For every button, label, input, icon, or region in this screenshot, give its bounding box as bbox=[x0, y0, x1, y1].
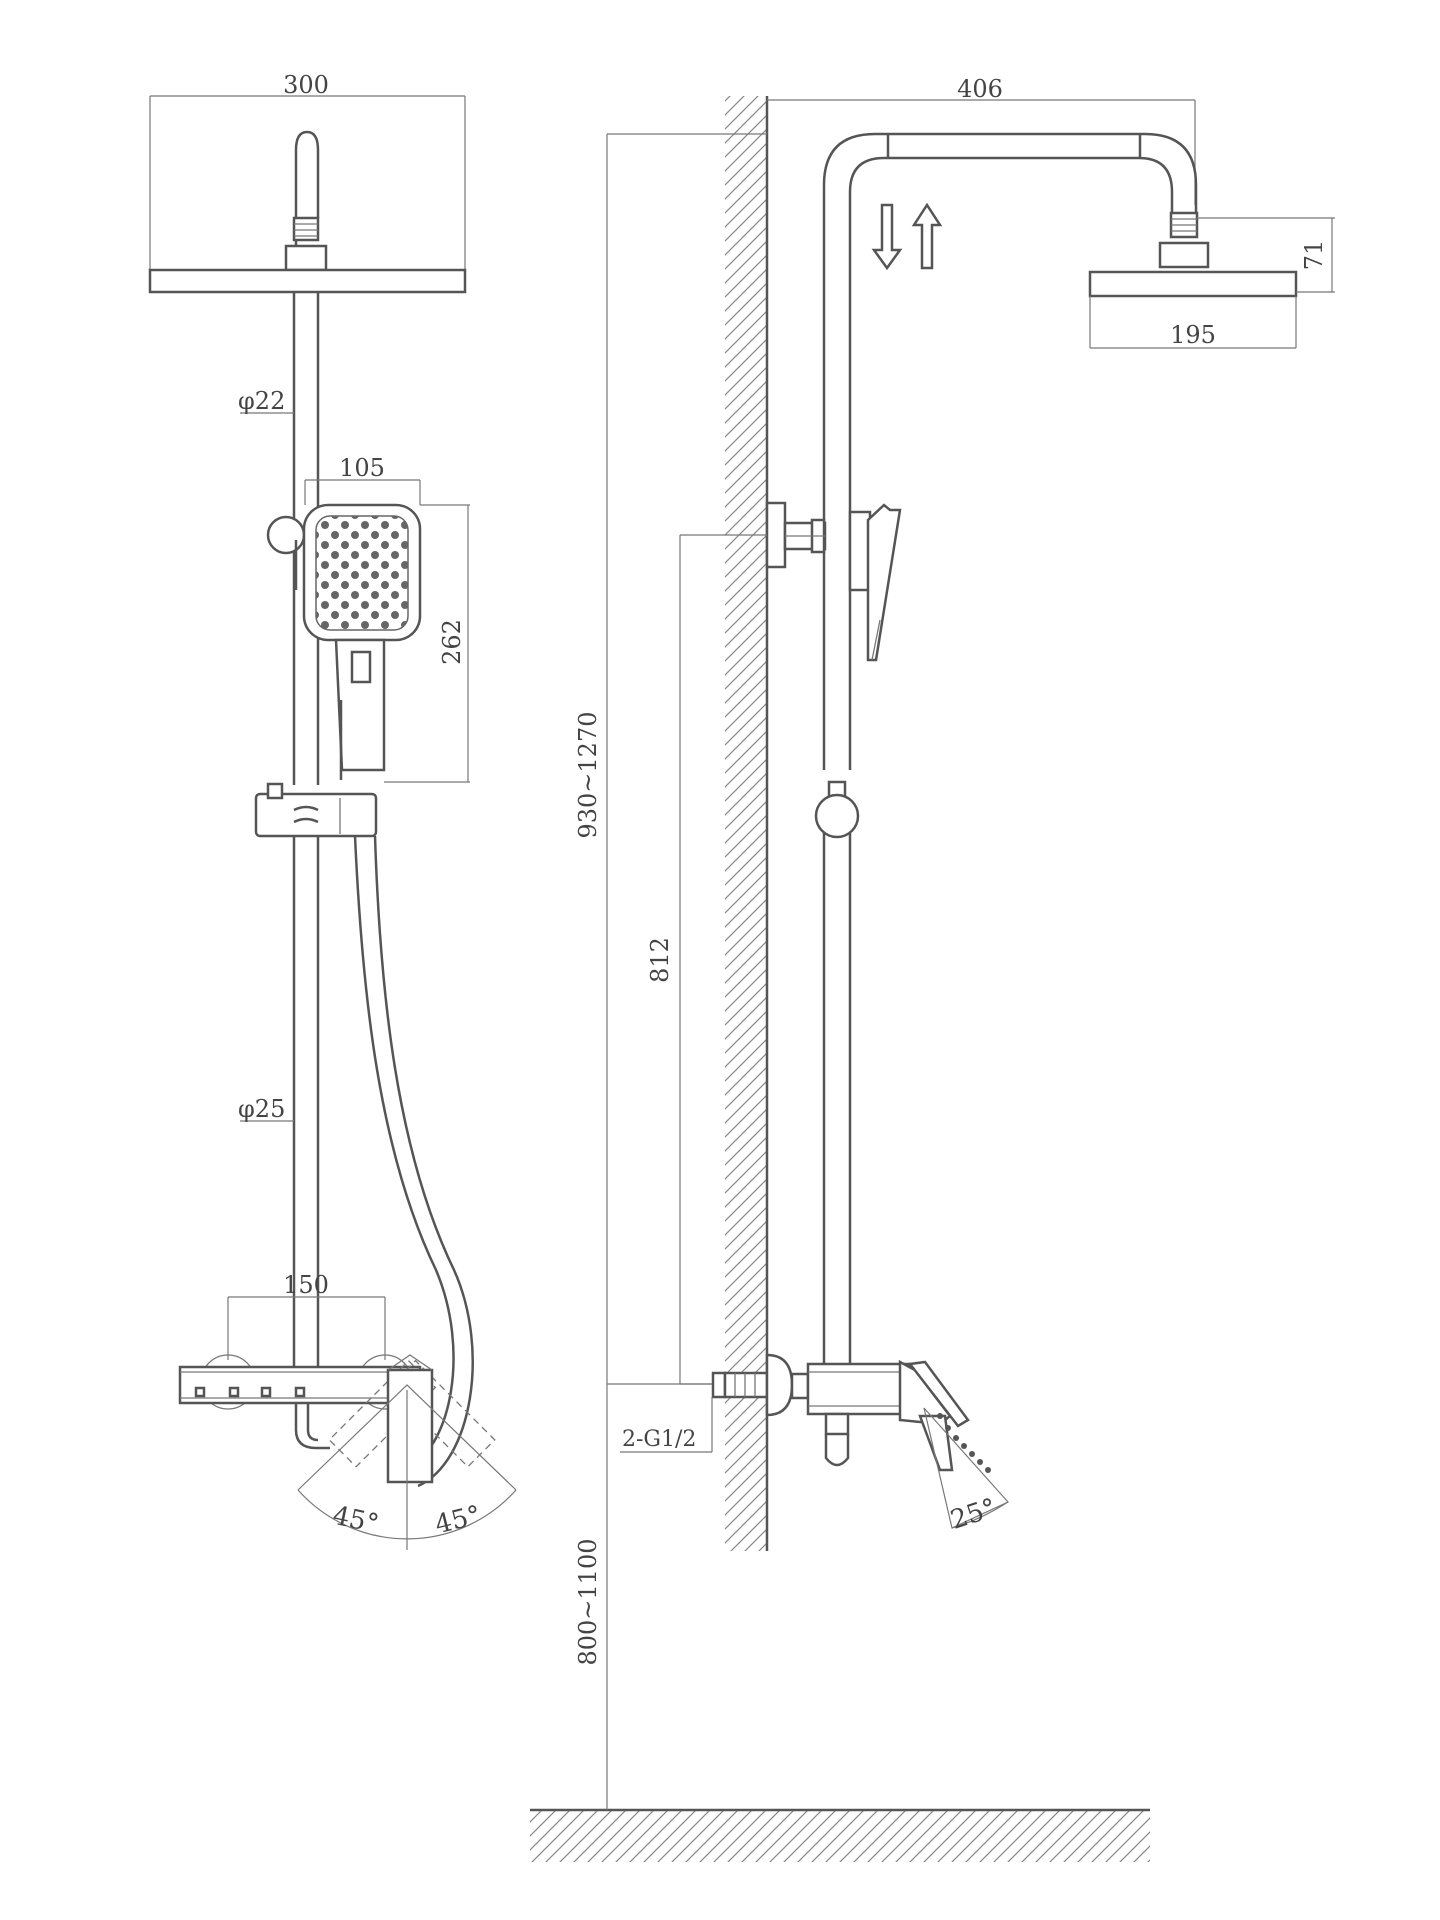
dim-total-height: 930~1270 bbox=[574, 133, 767, 1384]
dim-inlet-thread: 2-G1/2 bbox=[620, 1397, 713, 1453]
shower-hose-front bbox=[353, 835, 474, 1488]
dim-bracket-height-label: 812 bbox=[646, 937, 674, 983]
riser-and-arm-side bbox=[822, 132, 1198, 1378]
dim-hand-shower-width: 105 bbox=[304, 454, 421, 505]
dim-hand-shower-length: 262 bbox=[384, 504, 470, 783]
dim-head-height: 71 bbox=[1197, 217, 1335, 293]
dim-lever-swing-front: 45° 45° bbox=[297, 1384, 517, 1550]
side-view: 406 71 bbox=[530, 75, 1335, 1862]
slider-bracket-front bbox=[254, 782, 378, 838]
dim-hand-shower-length-label: 262 bbox=[438, 619, 466, 665]
dim-inlet-spacing-label: 150 bbox=[283, 1271, 329, 1299]
dim-head-diameter: 195 bbox=[1089, 296, 1297, 349]
dim-mount-height-label: 800~1100 bbox=[574, 1539, 602, 1666]
dim-lower-pipe-diameter-label: φ25 bbox=[238, 1095, 285, 1123]
dim-hand-shower-width-label: 105 bbox=[339, 454, 385, 482]
dim-upper-pipe-diameter: φ22 bbox=[238, 387, 294, 415]
dim-lever-angle-label: 25° bbox=[947, 1493, 1000, 1536]
wall-section bbox=[725, 96, 769, 1551]
hand-shower-holder-side bbox=[765, 501, 902, 662]
front-view: 300 φ22 bbox=[148, 71, 517, 1550]
dim-arm-reach: 406 bbox=[767, 75, 1196, 205]
dim-lower-pipe-diameter: φ25 bbox=[238, 1095, 294, 1123]
hand-shower-front bbox=[266, 503, 422, 780]
dim-head-width-label: 300 bbox=[283, 71, 329, 99]
lower-pipe-front bbox=[292, 836, 320, 1382]
flow-arrows bbox=[871, 202, 943, 271]
dim-arm-reach-label: 406 bbox=[957, 75, 1003, 103]
mixer-valve-front bbox=[178, 1354, 496, 1484]
inlet-connector-side bbox=[711, 1371, 769, 1399]
mixer-valve-side bbox=[765, 1353, 970, 1472]
dim-head-height-label: 71 bbox=[1300, 240, 1328, 271]
rain-shower-head-side bbox=[1088, 211, 1298, 298]
dim-upper-pipe-diameter-label: φ22 bbox=[238, 387, 285, 415]
rain-shower-head-front bbox=[148, 130, 467, 294]
dim-angle-right-label: 45° bbox=[432, 1500, 484, 1540]
dim-inlet-spacing: 150 bbox=[227, 1271, 386, 1360]
dim-total-height-label: 930~1270 bbox=[574, 712, 602, 839]
dim-angle-left-label: 45° bbox=[330, 1501, 381, 1540]
dim-mount-height: 800~1100 bbox=[574, 1383, 715, 1810]
dim-bracket-height: 812 bbox=[646, 534, 767, 1385]
dim-head-diameter-label: 195 bbox=[1170, 321, 1216, 349]
dim-inlet-thread-label: 2-G1/2 bbox=[622, 1427, 696, 1452]
floor-section bbox=[530, 1808, 1150, 1862]
slider-side bbox=[814, 780, 860, 839]
dim-head-width: 300 bbox=[149, 71, 466, 270]
